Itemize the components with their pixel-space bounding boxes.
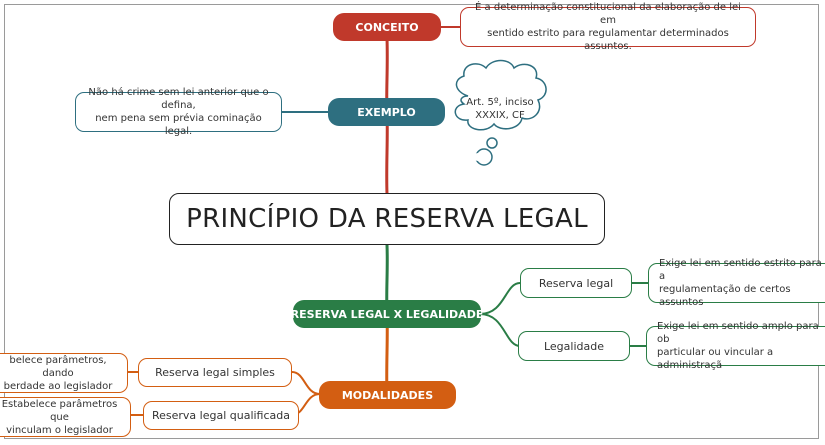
exemplo-cloud-text: Art. 5º, inciso XXXIX, CF xyxy=(466,97,534,121)
reserva-legal-qualificada-text: Estabelece parâmetros que vinculam o leg… xyxy=(0,397,131,437)
reserva-legal-simples-text: belece parâmetros, dando berdade ao legi… xyxy=(0,353,128,393)
reserva-legal-simples-item[interactable]: Reserva legal simples xyxy=(138,358,292,387)
canvas-frame xyxy=(4,4,819,439)
reserva-x-legalidade-node[interactable]: RESERVA LEGAL X LEGALIDADE xyxy=(291,300,483,328)
exemplo-text: Não há crime sem lei anterior que o defi… xyxy=(75,87,282,137)
main-title: PRINCÍPIO DA RESERVA LEGAL xyxy=(169,193,605,245)
thought-cloud-icon xyxy=(454,59,547,166)
line-mod-item1 xyxy=(291,371,321,395)
exemplo-node[interactable]: EXEMPLO xyxy=(328,98,445,126)
conceito-text: É a determinação constitucional da elabo… xyxy=(460,2,756,52)
reserva-legal-item[interactable]: Reserva legal xyxy=(520,268,632,298)
reserva-legal-text: Exige lei em sentido estrito para a regu… xyxy=(648,258,825,308)
line-reserva-item2 xyxy=(479,313,521,347)
conceito-node[interactable]: CONCEITO xyxy=(333,13,441,41)
line-reserva-item1 xyxy=(479,282,521,315)
legalidade-text: Exige lei em sentido amplo para ob parti… xyxy=(646,321,825,371)
legalidade-item[interactable]: Legalidade xyxy=(518,331,630,361)
reserva-legal-qualificada-item[interactable]: Reserva legal qualificada xyxy=(143,401,299,430)
modalidades-node[interactable]: MODALIDADES xyxy=(319,381,456,409)
